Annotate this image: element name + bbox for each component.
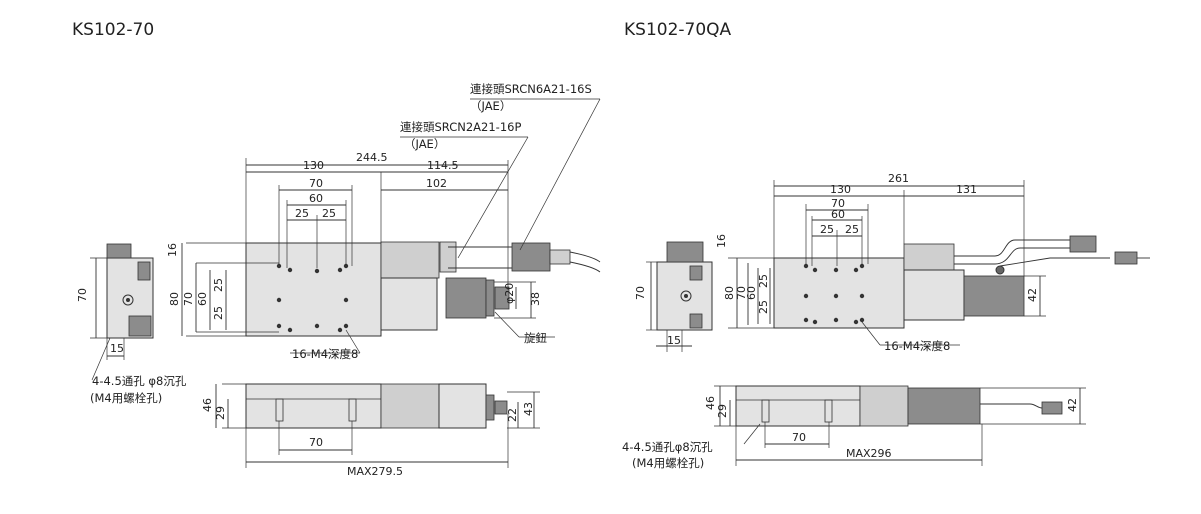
right-side-view xyxy=(646,241,713,352)
right-dim-261: 261 xyxy=(888,172,909,185)
left-dim-102: 102 xyxy=(426,177,447,190)
left-dim-114-5: 114.5 xyxy=(427,159,459,172)
left-dim-60: 60 xyxy=(309,192,323,205)
left-dim-130: 130 xyxy=(303,159,324,172)
left-dim-38: 38 xyxy=(529,292,542,306)
left-connector2-label: 連接頭SRCN2A21-16P xyxy=(400,120,521,134)
right-dim-131: 131 xyxy=(956,183,977,196)
left-dim-phi20: φ20 xyxy=(503,283,516,304)
title-ks102-70: KS102-70 xyxy=(72,20,155,40)
left-side-view xyxy=(90,243,154,360)
left-dim-70b: 70 xyxy=(309,436,323,449)
right-dim-25a: 25 xyxy=(820,223,834,236)
right-dim-25va: 25 xyxy=(757,274,770,288)
right-dim-max: MAX296 xyxy=(846,447,892,460)
right-dim-70: 70 xyxy=(831,197,845,210)
left-holes-label: 16-M4深度8 xyxy=(292,347,358,361)
left-dim-60v: 60 xyxy=(196,292,209,306)
left-dim-80: 80 xyxy=(168,292,181,306)
right-holes-label: 16-M4深度8 xyxy=(884,339,950,353)
left-dim-70v: 70 xyxy=(182,292,195,306)
left-dim-29: 29 xyxy=(214,406,227,420)
left-thru-sub: (M4用螺栓孔) xyxy=(90,391,162,405)
left-dim-70: 70 xyxy=(309,177,323,190)
left-thru-label: 4-4.5通孔 φ8沉孔 xyxy=(92,374,187,388)
left-thru-leader xyxy=(91,337,111,381)
left-dim-25b: 25 xyxy=(322,207,336,220)
left-dim-25va: 25 xyxy=(212,278,225,292)
title-ks102-70qa: KS102-70QA xyxy=(624,20,732,40)
right-side-dim-70: 70 xyxy=(634,286,647,300)
right-dim-16: 16 xyxy=(715,234,728,248)
left-side-dim-15: 15 xyxy=(110,342,124,355)
right-dim-42b: 42 xyxy=(1066,398,1079,412)
left-knob-label: 旋鈕 xyxy=(524,331,547,345)
left-connector2-sub: （JAE） xyxy=(404,137,445,151)
left-side-dim-70: 70 xyxy=(76,288,89,302)
left-dim-43: 43 xyxy=(522,402,535,416)
left-dim-25vb: 25 xyxy=(212,306,225,320)
left-dim-25a: 25 xyxy=(295,207,309,220)
left-front-view xyxy=(215,383,540,468)
right-dim-70b: 70 xyxy=(792,431,806,444)
right-dim-25vb: 25 xyxy=(757,300,770,314)
right-side-dim-15: 15 xyxy=(667,334,681,347)
right-thru-sub: (M4用螺栓孔) xyxy=(632,456,704,470)
right-dim-130: 130 xyxy=(830,183,851,196)
left-dim-16: 16 xyxy=(166,243,179,257)
left-connector1-sub: （JAE） xyxy=(470,99,511,113)
left-dim-max: MAX279.5 xyxy=(347,465,403,478)
right-dim-25b: 25 xyxy=(845,223,859,236)
right-dim-46: 46 xyxy=(704,396,717,410)
right-dim-70v: 70 xyxy=(735,286,748,300)
right-thru-label: 4-4.5通孔φ8沉孔 xyxy=(622,440,713,454)
right-dim-29: 29 xyxy=(716,404,729,418)
right-dim-60: 60 xyxy=(831,208,845,221)
left-dim-46: 46 xyxy=(201,398,214,412)
left-dim-22: 22 xyxy=(506,408,519,422)
right-dim-60v: 60 xyxy=(745,286,758,300)
right-dim-42: 42 xyxy=(1026,288,1039,302)
left-dim-244-5: 244.5 xyxy=(356,151,388,164)
right-front-view xyxy=(714,385,1086,466)
right-top-view xyxy=(728,180,1150,346)
left-connector1-label: 連接頭SRCN6A21-16S xyxy=(470,82,592,96)
left-top-view xyxy=(181,98,601,354)
right-dim-80: 80 xyxy=(723,286,736,300)
